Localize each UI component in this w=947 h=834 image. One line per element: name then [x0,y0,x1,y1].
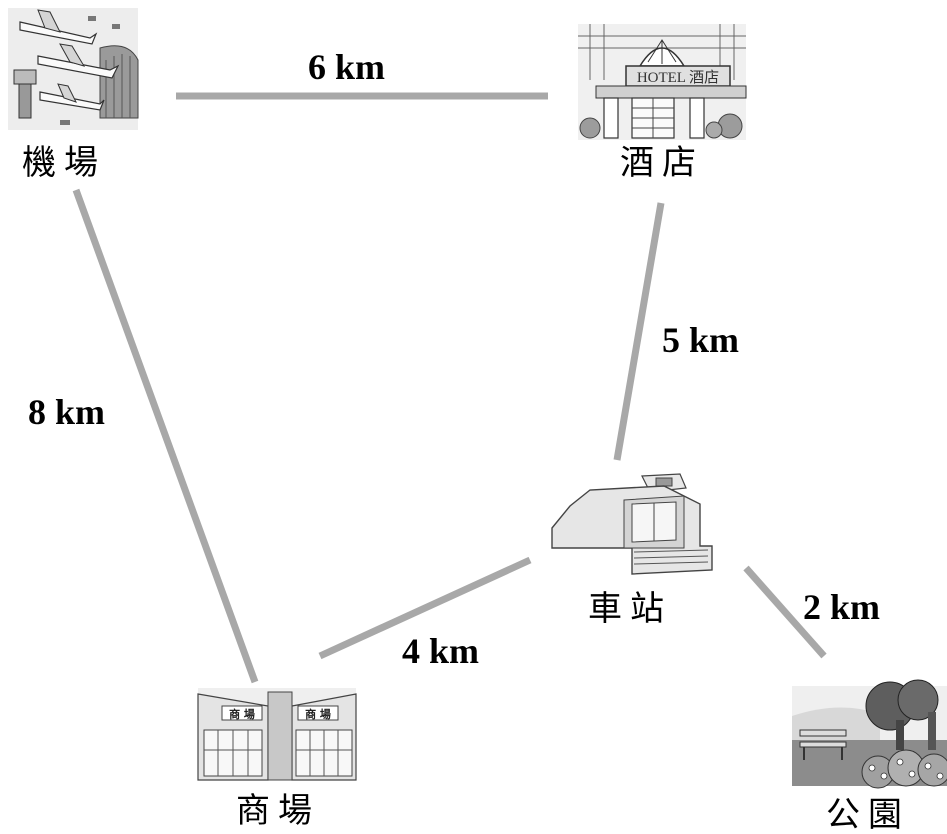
place-label-airport: 機場 [22,143,106,183]
mall-sign-right: 商 場 [305,707,331,721]
place-label-station: 車站 [588,589,672,629]
road-hotel-station [613,202,665,461]
mall-icon: 商 場 商 場 [197,688,357,781]
hotel-icon: HOTEL 酒店 [578,24,747,140]
road-station-park [743,565,827,659]
road-airport-mall [72,188,259,684]
mall-sign-left: 商 場 [229,707,255,721]
place-label-hotel: 酒店 [620,143,704,183]
place-label-mall: 商場 [236,791,320,831]
distance-station-park: 2 km [803,587,880,627]
road-mall-station [318,556,532,660]
distance-mall-station: 4 km [402,631,479,671]
distance-hotel-station: 5 km [662,320,739,360]
park-icon [792,679,947,789]
distance-airport-mall: 8 km [28,392,105,432]
place-label-park: 公園 [826,795,910,834]
hotel-sign: HOTEL 酒店 [637,69,719,86]
distance-airport-hotel: 6 km [308,47,385,87]
station-icon [551,473,713,575]
airport-icon [8,8,139,130]
